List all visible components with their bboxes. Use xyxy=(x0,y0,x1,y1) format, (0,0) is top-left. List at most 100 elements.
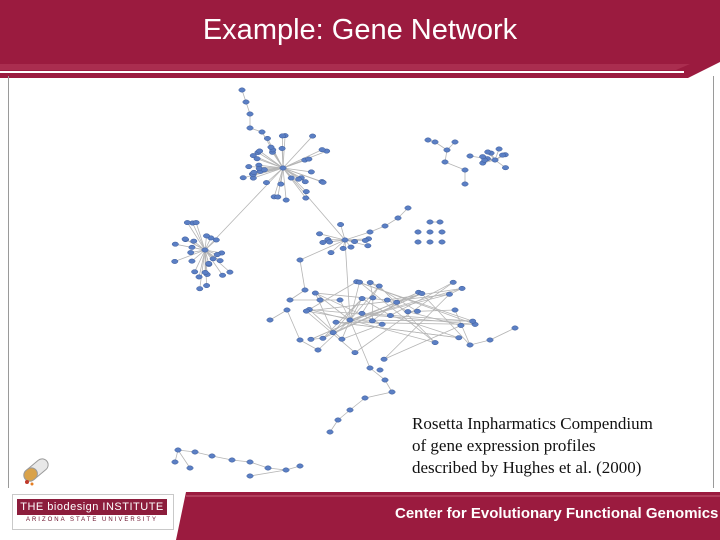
gene-node xyxy=(334,417,342,423)
gene-node xyxy=(186,465,194,471)
gene-node xyxy=(205,260,213,266)
gene-node xyxy=(219,272,227,278)
gene-node xyxy=(319,240,327,245)
gene-node xyxy=(451,139,459,145)
gene-node xyxy=(316,297,324,303)
content-frame xyxy=(8,76,714,488)
gene-node xyxy=(451,307,459,313)
gene-node xyxy=(190,238,198,244)
source-caption: Rosetta Inpharmatics Compendium of gene … xyxy=(412,413,712,479)
gene-node xyxy=(278,133,286,139)
gene-node xyxy=(309,133,317,139)
gene-node xyxy=(431,340,439,346)
gene-node xyxy=(228,457,236,463)
gene-node xyxy=(318,147,326,153)
gene-node xyxy=(414,229,422,235)
gene-node xyxy=(242,99,250,105)
network-edge xyxy=(369,282,374,298)
gene-node xyxy=(253,156,261,162)
network-edge xyxy=(282,167,324,183)
gene-node xyxy=(246,111,254,117)
gene-node xyxy=(383,297,391,303)
gene-node xyxy=(329,330,337,336)
network-edge xyxy=(322,298,363,339)
gene-node xyxy=(346,407,354,413)
gene-node xyxy=(413,308,421,314)
title-bar xyxy=(0,0,720,78)
network-edge xyxy=(417,309,456,312)
network-edge xyxy=(349,319,371,369)
gene-node xyxy=(246,473,254,479)
gene-node xyxy=(404,205,412,211)
gene-node xyxy=(282,197,290,203)
gene-node xyxy=(171,259,179,264)
gene-node xyxy=(266,317,274,323)
gene-node xyxy=(431,139,439,145)
gene-node xyxy=(414,239,422,245)
gene-node xyxy=(358,296,366,301)
gene-node xyxy=(394,215,402,221)
gene-node xyxy=(279,165,287,171)
gene-node xyxy=(267,144,275,150)
gene-node xyxy=(449,279,457,285)
network-edge xyxy=(341,323,383,340)
gene-node xyxy=(356,279,363,285)
gene-node xyxy=(364,243,372,249)
gene-node xyxy=(263,180,270,186)
gene-node xyxy=(438,239,446,245)
gene-node xyxy=(341,237,349,243)
gene-node xyxy=(491,157,499,163)
gene-node xyxy=(338,336,346,342)
gene-node xyxy=(201,270,209,275)
gene-node xyxy=(380,356,388,362)
gene-node xyxy=(445,291,453,297)
gene-node xyxy=(381,223,389,229)
gene-node xyxy=(336,297,344,303)
gene-node xyxy=(181,236,189,242)
gene-node xyxy=(495,146,503,152)
network-edge xyxy=(204,167,284,251)
gene-node xyxy=(369,295,377,301)
gene-node xyxy=(208,453,216,459)
network-edge xyxy=(359,281,476,325)
gene-node xyxy=(388,389,396,395)
gene-node xyxy=(326,239,333,245)
network-edge xyxy=(204,249,223,276)
gene-node xyxy=(443,147,451,153)
gene-node xyxy=(386,313,394,318)
gene-node xyxy=(455,335,463,341)
network-edge xyxy=(390,281,454,316)
gene-node xyxy=(203,233,210,239)
gene-node xyxy=(426,219,434,225)
gene-node xyxy=(295,176,303,182)
gene-node xyxy=(378,321,386,327)
gene-node xyxy=(469,318,477,324)
network-edge xyxy=(489,327,516,341)
network-edge xyxy=(319,233,346,241)
gene-node xyxy=(424,137,432,143)
gene-node xyxy=(183,220,191,226)
logo-sub-text: ARIZONA STATE UNIVERSITY xyxy=(25,517,159,523)
network-edge xyxy=(387,299,409,312)
network-edge xyxy=(383,325,462,360)
gene-node xyxy=(174,447,182,453)
gene-node xyxy=(441,159,449,165)
gene-node xyxy=(316,231,323,237)
network-edge xyxy=(282,167,287,201)
gene-node xyxy=(260,167,268,173)
gene-node xyxy=(302,308,310,314)
network-edge xyxy=(253,167,284,179)
slide-title: Example: Gene Network xyxy=(202,14,518,46)
network-edge xyxy=(309,281,357,310)
network-edge xyxy=(299,239,346,261)
gene-node xyxy=(486,337,494,343)
network-edge xyxy=(269,309,288,321)
gene-node xyxy=(484,149,492,155)
network-edge xyxy=(332,298,363,333)
caption-line-2: of gene expression profiles xyxy=(412,436,596,455)
network-edge xyxy=(444,161,466,171)
network-edge xyxy=(192,222,206,251)
network-edge xyxy=(354,281,454,353)
gene-node xyxy=(418,291,426,296)
gene-node xyxy=(307,169,315,175)
